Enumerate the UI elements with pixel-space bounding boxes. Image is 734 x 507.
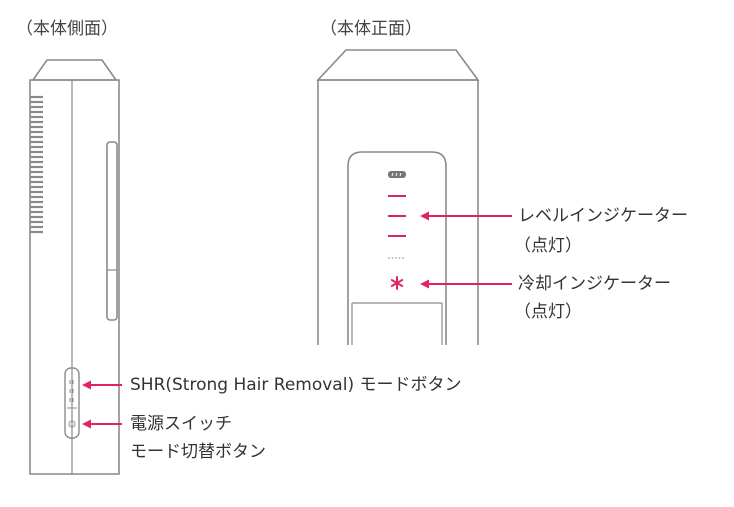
side-view-title: （本体側面）: [16, 19, 118, 39]
level-indicator-state-label: （点灯）: [514, 236, 582, 256]
front-window-panel: [347, 151, 447, 345]
side-view-device: [29, 59, 120, 475]
cooling-indicator-label: 冷却インジケーター: [518, 274, 671, 294]
callout-arrows: [82, 211, 512, 429]
side-grip-panel: [106, 141, 118, 321]
level-indicator-dots: [388, 257, 404, 259]
level-indicator-label: レベルインジケーター: [518, 206, 688, 226]
front-view-title: （本体正面）: [320, 19, 422, 39]
front-view-device: [316, 49, 480, 345]
power-switch-label: 電源スイッチ: [130, 414, 232, 434]
shr-button-marks: [69, 380, 74, 402]
mode-switch-button-label: モード切替ボタン: [130, 442, 266, 462]
front-body: [317, 79, 479, 345]
cooling-indicator-state-label: （点灯）: [514, 302, 582, 322]
shr-button-label: SHR(Strong Hair Removal) モードボタン: [130, 375, 462, 395]
cooling-indicator-icon: [390, 276, 404, 290]
front-top-cap: [316, 49, 480, 81]
side-top-cap: [31, 59, 118, 81]
side-body: [29, 79, 120, 475]
side-button-panel: [64, 367, 80, 439]
level-indicator-bars: [388, 195, 406, 237]
side-vent-grille: [30, 95, 43, 234]
